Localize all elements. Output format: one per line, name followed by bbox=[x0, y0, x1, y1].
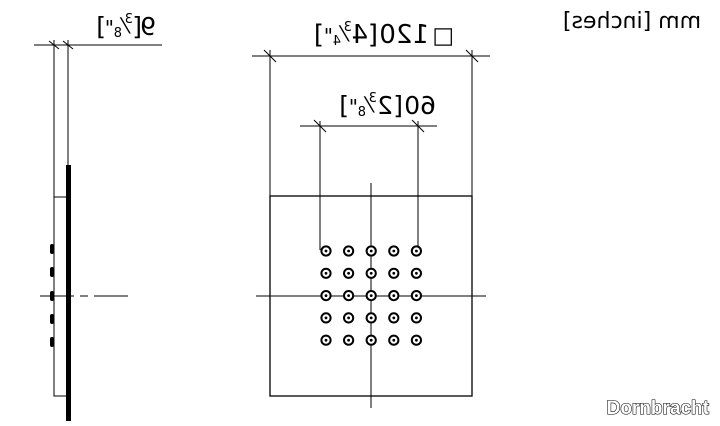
spacing-tick-left bbox=[313, 119, 327, 133]
nozzle-center bbox=[347, 249, 350, 253]
nozzle bbox=[320, 312, 332, 324]
side-nozzle bbox=[50, 267, 54, 277]
nozzle bbox=[365, 312, 377, 324]
nozzle-center bbox=[392, 316, 396, 320]
nozzle-center bbox=[415, 249, 418, 253]
nozzle bbox=[365, 290, 377, 302]
width-label: □ 120 [ 4 3 ⁄ 4 " ] bbox=[314, 20, 454, 50]
width-tick-left bbox=[263, 49, 277, 63]
nozzle-center bbox=[324, 338, 328, 342]
nozzle bbox=[410, 267, 422, 279]
nozzle-center bbox=[347, 338, 350, 342]
nozzle-center bbox=[392, 294, 396, 297]
nozzle bbox=[388, 290, 400, 302]
nozzle-center bbox=[369, 316, 373, 320]
side-nozzle bbox=[50, 244, 54, 254]
nozzle-center bbox=[369, 338, 373, 342]
depth-tick-left bbox=[48, 40, 60, 50]
nozzle bbox=[343, 290, 355, 302]
spacing-label: 60 [ 2 3 ⁄ 8 " ] bbox=[339, 91, 436, 120]
spacing-inch-mark: " bbox=[349, 95, 358, 119]
width-bracket-close: ] bbox=[314, 20, 324, 50]
nozzle bbox=[388, 245, 400, 257]
depth-bracket-close: ] bbox=[96, 12, 106, 41]
nozzle-center bbox=[347, 271, 350, 275]
spacing-tick-right bbox=[411, 119, 425, 133]
nozzle bbox=[388, 334, 400, 346]
nozzle bbox=[410, 245, 422, 257]
nozzle bbox=[343, 267, 355, 279]
nozzle-center bbox=[369, 271, 373, 275]
width-inch-mark: " bbox=[324, 24, 333, 48]
nozzle-center bbox=[369, 294, 373, 297]
units-label: mm [inches] bbox=[563, 9, 701, 34]
nozzle-center bbox=[324, 294, 328, 297]
units-text: mm [inches] bbox=[563, 9, 701, 34]
width-inch-whole: 4 bbox=[351, 20, 368, 50]
nozzle-center bbox=[415, 338, 418, 342]
nozzle bbox=[320, 334, 332, 346]
nozzle bbox=[410, 312, 422, 324]
depth-tick-right bbox=[62, 40, 74, 50]
nozzle-center bbox=[324, 316, 328, 320]
width-value: 120 bbox=[379, 20, 429, 50]
nozzle-grid bbox=[320, 245, 422, 346]
spacing-inch-den: 8 bbox=[358, 105, 366, 120]
side-nozzle bbox=[50, 337, 54, 347]
nozzle bbox=[320, 267, 332, 279]
depth-inch-den: 8 bbox=[114, 26, 122, 41]
nozzle-center bbox=[347, 294, 350, 297]
depth-label: 9 [ 3 ⁄ 8 " ] bbox=[96, 12, 156, 41]
depth-bracket-open: [ bbox=[132, 12, 142, 41]
brand-logo: Dornbracht bbox=[607, 398, 710, 419]
nozzle-center bbox=[392, 271, 396, 275]
depth-inch-mark: " bbox=[105, 16, 114, 40]
width-inch-den: 4 bbox=[333, 34, 341, 49]
nozzle bbox=[343, 334, 355, 346]
side-view bbox=[34, 40, 162, 421]
nozzle bbox=[343, 312, 355, 324]
nozzle bbox=[320, 245, 332, 257]
spacing-value: 60 bbox=[404, 91, 436, 120]
nozzle-center bbox=[369, 249, 373, 253]
nozzle bbox=[343, 245, 355, 257]
nozzle bbox=[320, 290, 332, 302]
spacing-bracket-open: [ bbox=[393, 91, 403, 120]
nozzle bbox=[388, 312, 400, 324]
nozzle bbox=[388, 267, 400, 279]
width-tick-right bbox=[465, 49, 479, 63]
nozzle bbox=[365, 245, 377, 257]
nozzle bbox=[410, 334, 422, 346]
nozzle-center bbox=[324, 249, 328, 253]
width-bracket-open: [ bbox=[368, 20, 378, 50]
mounting-plate bbox=[66, 165, 71, 421]
depth-inch-num: 3 bbox=[125, 12, 133, 27]
nozzle bbox=[365, 267, 377, 279]
nozzle-center bbox=[415, 294, 418, 297]
nozzle-center bbox=[392, 338, 396, 342]
spacing-inch-num: 3 bbox=[369, 91, 377, 106]
depth-value: 9 bbox=[140, 12, 156, 41]
side-nozzle bbox=[50, 314, 54, 324]
spacing-inch-whole: 2 bbox=[377, 91, 393, 120]
nozzle-center bbox=[324, 271, 328, 275]
width-inch-num: 3 bbox=[344, 20, 352, 35]
nozzle-center bbox=[347, 316, 350, 320]
front-view bbox=[252, 49, 490, 408]
width-symbol: □ bbox=[432, 23, 454, 49]
nozzle bbox=[365, 334, 377, 346]
nozzle-center bbox=[415, 271, 418, 275]
nozzle-center bbox=[392, 249, 396, 253]
nozzle bbox=[410, 290, 422, 302]
spacing-bracket-close: ] bbox=[339, 91, 349, 120]
nozzle-center bbox=[415, 316, 418, 320]
